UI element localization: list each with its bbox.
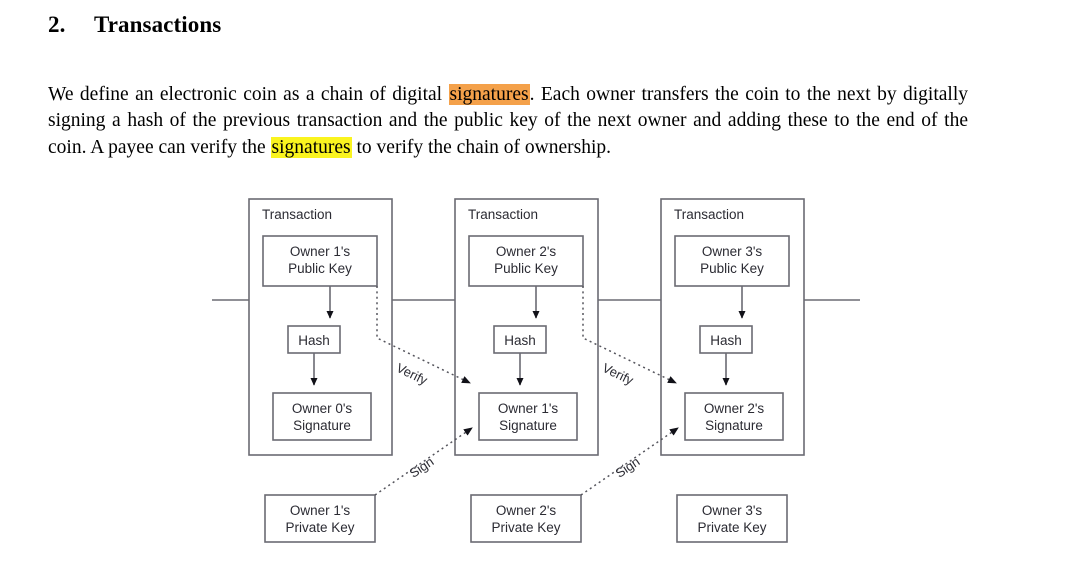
private-key-label-3-line1: Owner 3's bbox=[702, 503, 763, 518]
private-key-box-2 bbox=[470, 494, 582, 543]
highlight-signatures-yellow: signatures bbox=[270, 136, 352, 158]
public-key-box-3 bbox=[674, 235, 790, 287]
verify-edge-label-2: Verify bbox=[600, 360, 636, 388]
page-title: 2. Transactions bbox=[48, 12, 221, 38]
sign-edge-label-1: Sign bbox=[406, 454, 436, 481]
hash-box-3 bbox=[699, 325, 753, 354]
paragraph-part-3: to verify the chain of ownership. bbox=[351, 136, 612, 158]
public-key-label-2-line2: Public Key bbox=[494, 261, 558, 276]
private-key-label-2-line2: Private Key bbox=[491, 520, 560, 535]
transaction-title-1: Transaction bbox=[262, 207, 332, 222]
signature-box-1 bbox=[272, 392, 372, 441]
private-key-label-1-line1: Owner 1's bbox=[290, 503, 351, 518]
sign-dotted-path-1 bbox=[374, 427, 473, 496]
public-key-label-3-line2: Public Key bbox=[700, 261, 764, 276]
hash-label-3: Hash bbox=[710, 333, 742, 348]
private-key-box-1 bbox=[264, 494, 376, 543]
hash-box-2 bbox=[493, 325, 547, 354]
signature-label-2-line2: Signature bbox=[499, 418, 557, 433]
sign-dotted-path-2 bbox=[580, 427, 679, 496]
signature-label-1-line1: Owner 0's bbox=[292, 401, 353, 416]
highlight-signatures-orange: signatures bbox=[448, 83, 530, 105]
private-key-label-1-line2: Private Key bbox=[285, 520, 354, 535]
signature-box-3 bbox=[684, 392, 784, 441]
public-key-label-1-line2: Public Key bbox=[288, 261, 352, 276]
signature-box-2 bbox=[478, 392, 578, 441]
signature-label-2-line1: Owner 1's bbox=[498, 401, 559, 416]
private-key-box-3 bbox=[676, 494, 788, 543]
hash-label-1: Hash bbox=[298, 333, 330, 348]
section-number: 2. bbox=[48, 12, 66, 37]
public-key-label-2-line1: Owner 2's bbox=[496, 244, 557, 259]
verify-dotted-path-2 bbox=[582, 286, 677, 384]
signature-label-1-line2: Signature bbox=[293, 418, 351, 433]
section-title: Transactions bbox=[94, 12, 222, 37]
private-key-label-3-line2: Private Key bbox=[697, 520, 766, 535]
transaction-chain-diagram: Transaction Transaction Transaction Owne… bbox=[0, 178, 1079, 563]
public-key-box-2 bbox=[468, 235, 584, 287]
transaction-title-2: Transaction bbox=[468, 207, 538, 222]
signature-label-3-line2: Signature bbox=[705, 418, 763, 433]
private-key-label-2-line1: Owner 2's bbox=[496, 503, 557, 518]
public-key-label-1-line1: Owner 1's bbox=[290, 244, 351, 259]
paragraph-part-2: . Each owner transfers the coin to the n… bbox=[48, 83, 969, 158]
body-paragraph: We define an electronic coin as a chain … bbox=[48, 82, 968, 162]
verify-edge-label-1: Verify bbox=[394, 360, 430, 388]
transaction-title-3: Transaction bbox=[674, 207, 744, 222]
public-key-label-3-line1: Owner 3's bbox=[702, 244, 763, 259]
hash-label-2: Hash bbox=[504, 333, 536, 348]
paragraph-part-1: We define an electronic coin as a chain … bbox=[48, 83, 449, 105]
public-key-box-1 bbox=[262, 235, 378, 287]
signature-label-3-line1: Owner 2's bbox=[704, 401, 765, 416]
verify-dotted-path-1 bbox=[376, 286, 471, 384]
sign-edge-label-2: Sign bbox=[612, 454, 642, 481]
